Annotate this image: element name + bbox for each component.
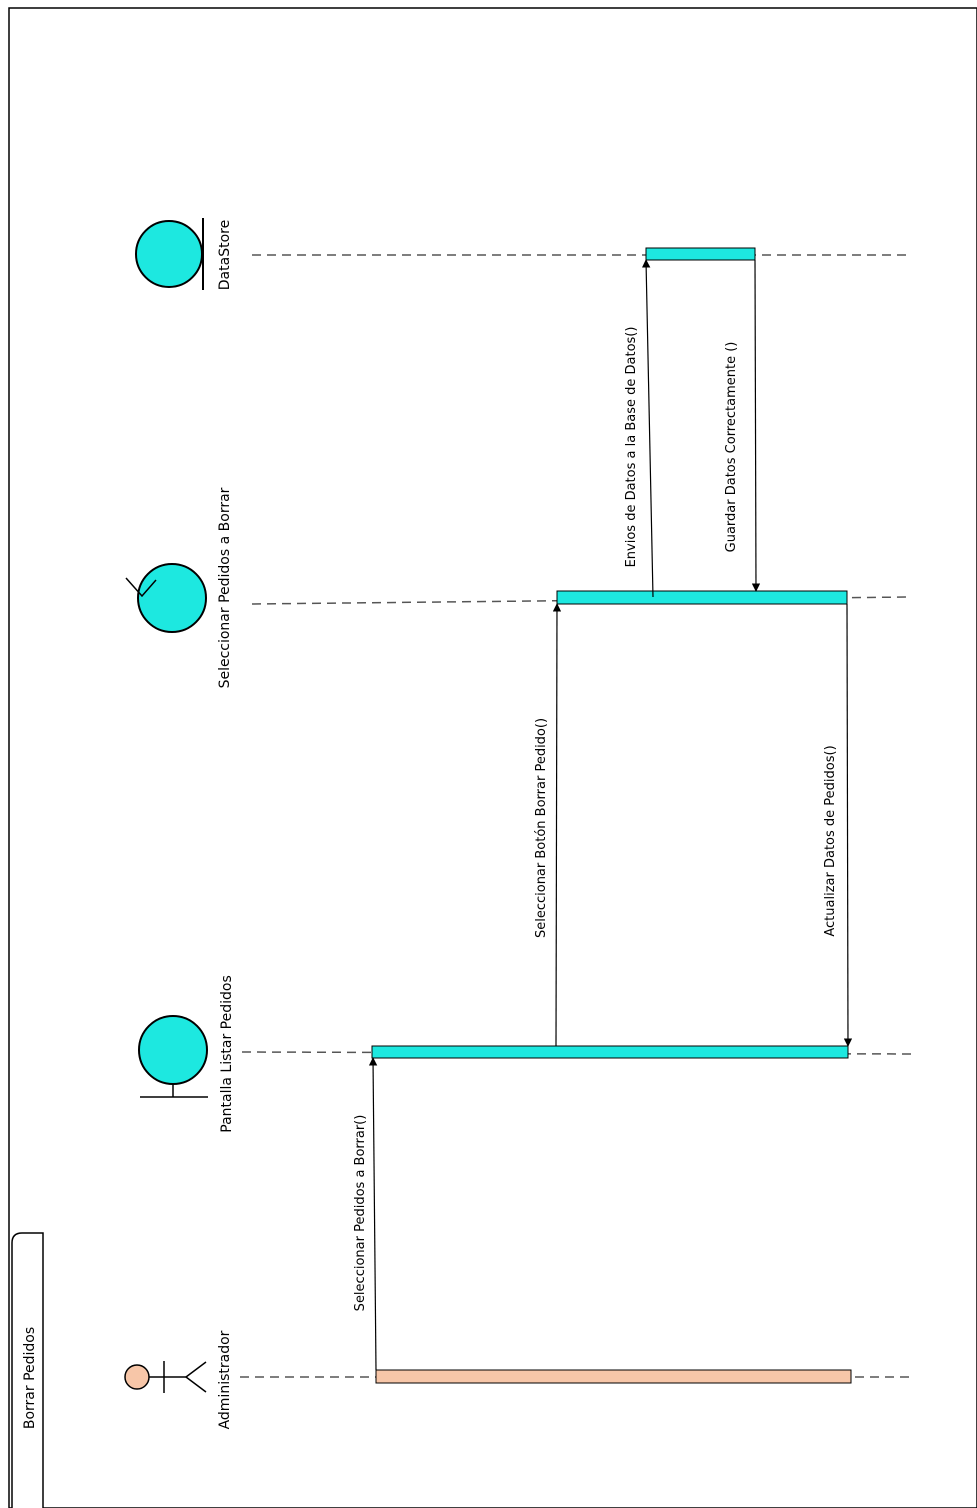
messages [368, 259, 853, 1371]
frame-title: Borrar Pedidos [22, 1327, 38, 1429]
message-arrow-m4 [751, 259, 761, 592]
message-label-m3: Envios de Datos a la Base de Datos() [624, 327, 639, 568]
boundary-icon [138, 1015, 208, 1098]
activation-bar-control [556, 590, 848, 605]
frame-title-tab: Borrar Pedidos [11, 1232, 44, 1508]
message-arrow-m5 [843, 603, 853, 1047]
message-label-m4: Guardar Datos Correctamente () [724, 342, 739, 553]
diagram-frame [8, 7, 977, 1508]
activation-bar-boundary [371, 1045, 849, 1059]
participant-label-boundary: Pantalla Listar Pedidos [219, 975, 235, 1132]
message-label-m2: Seleccionar Botón Borrar Pedido() [534, 718, 549, 938]
message-label-m1: Seleccionar Pedidos a Borrar() [353, 1115, 368, 1312]
activation-bar-datastore [645, 247, 756, 261]
message-arrow-m1 [368, 1057, 378, 1371]
participant-label-datastore: DataStore [217, 220, 233, 290]
actor-icon [124, 1361, 207, 1393]
control-icon [125, 563, 207, 633]
entity-icon [135, 218, 204, 290]
participant-label-actor: Administrador [217, 1330, 233, 1429]
message-label-m5: Actualizar Datos de Pedidos() [823, 745, 838, 936]
lifelines [240, 254, 914, 1378]
message-arrow-m3 [641, 259, 654, 598]
activation-bar-actor [375, 1369, 852, 1384]
participant-label-control: Seleccionar Pedidos a Borrar [217, 487, 233, 688]
message-arrow-m2 [552, 603, 562, 1047]
